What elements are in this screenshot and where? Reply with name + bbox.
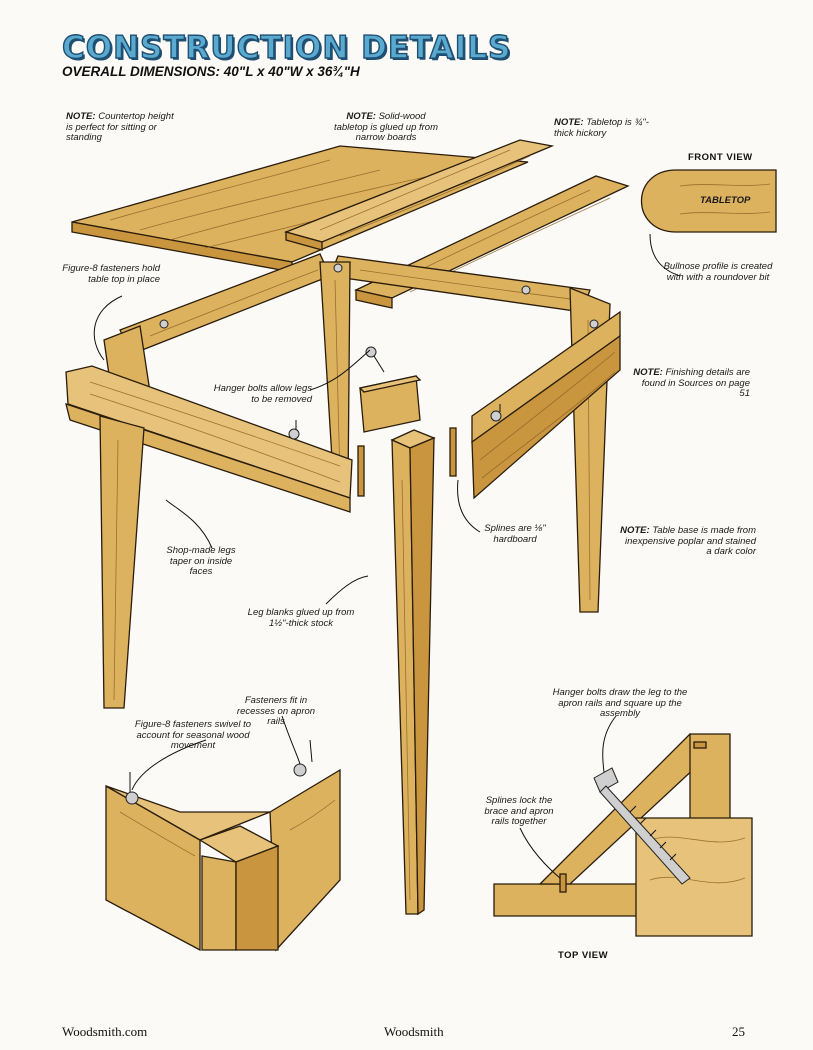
callout-figure8-hold: Figure-8 fasteners hold table top in pla… (62, 263, 160, 285)
note-solid-wood: NOTE: Solid-wood tabletop is glued up fr… (330, 111, 442, 144)
note-text: Countertop height is perfect for sitting… (66, 111, 174, 143)
top-view-detail (493, 733, 753, 937)
dimensions-label: OVERALL DIMENSIONS: (62, 64, 221, 79)
note-label: NOTE: (554, 117, 584, 128)
hanger-bolt (593, 767, 691, 885)
tabletop-left-panel (71, 145, 529, 273)
callout-fig8-swivel: Figure-8 fasteners swivel to account for… (134, 719, 252, 751)
footer-magazine: Woodsmith (384, 1024, 444, 1039)
top-view-heading: TOP VIEW (558, 950, 609, 961)
callout-hanger-bolts: Hanger bolts allow legs to be removed (213, 383, 312, 405)
note-label: NOTE: (66, 111, 96, 122)
note-finishing: NOTE: Finishing details are found in Sou… (632, 367, 750, 400)
footer-website: Woodsmith.com (62, 1024, 148, 1039)
footer-page-number: 25 (732, 1024, 745, 1039)
note-base: NOTE: Table base is made from inexpensiv… (620, 525, 756, 558)
leader-lines (93, 233, 681, 879)
splines (357, 427, 457, 497)
front-view-detail (641, 169, 777, 233)
page-title: CONSTRUCTION DETAILS (61, 29, 512, 66)
note-hickory: NOTE: Tabletop is ¾"-thick hickory (554, 117, 654, 139)
callout-splines-lock: Splines lock the brace and apron rails t… (484, 795, 554, 827)
note-label: NOTE: (346, 111, 376, 122)
note-label: NOTE: (620, 525, 650, 536)
note-text: Finishing details are found in Sources o… (641, 367, 750, 399)
callout-shop-legs: Shop-made legs taper on inside faces (166, 545, 236, 577)
callout-hanger-draw: Hanger bolts draw the leg to the apron r… (552, 687, 688, 719)
callout-leg-blanks: Leg blanks glued up from 1½"-thick stock (247, 607, 355, 629)
front-view-heading: FRONT VIEW (688, 152, 753, 163)
dimensions-value: 40"L x 40"W x 36¾"H (223, 64, 360, 79)
callout-splines: Splines are ⅛" hardboard (484, 523, 546, 545)
note-countertop: NOTE: Countertop height is perfect for s… (66, 111, 176, 144)
back-apron-frame (119, 253, 591, 355)
note-label: NOTE: (633, 367, 663, 378)
hardware (159, 263, 599, 440)
note-text: Solid-wood tabletop is glued up from nar… (333, 111, 439, 143)
corner-detail-left (105, 739, 341, 952)
overall-dimensions: OVERALL DIMENSIONS: 40"L x 40"W x 36¾"H (62, 64, 360, 79)
tabletop-narrow-board (283, 139, 555, 251)
note-text: Tabletop is ¾"-thick hickory (554, 117, 649, 139)
back-center-leg (319, 261, 351, 493)
callout-fasteners-recess: Fasteners fit in recesses on apron rails (236, 695, 316, 727)
front-left-leg (99, 415, 145, 709)
right-side-apron (471, 310, 621, 500)
front-center-leg (390, 429, 436, 916)
tabletop-label: TABLETOP (700, 195, 751, 206)
callout-bullnose: Bullnose profile is created with with a … (663, 261, 773, 283)
note-text: Table base is made from inexpensive popl… (625, 525, 756, 557)
corner-brace-block (358, 375, 422, 433)
